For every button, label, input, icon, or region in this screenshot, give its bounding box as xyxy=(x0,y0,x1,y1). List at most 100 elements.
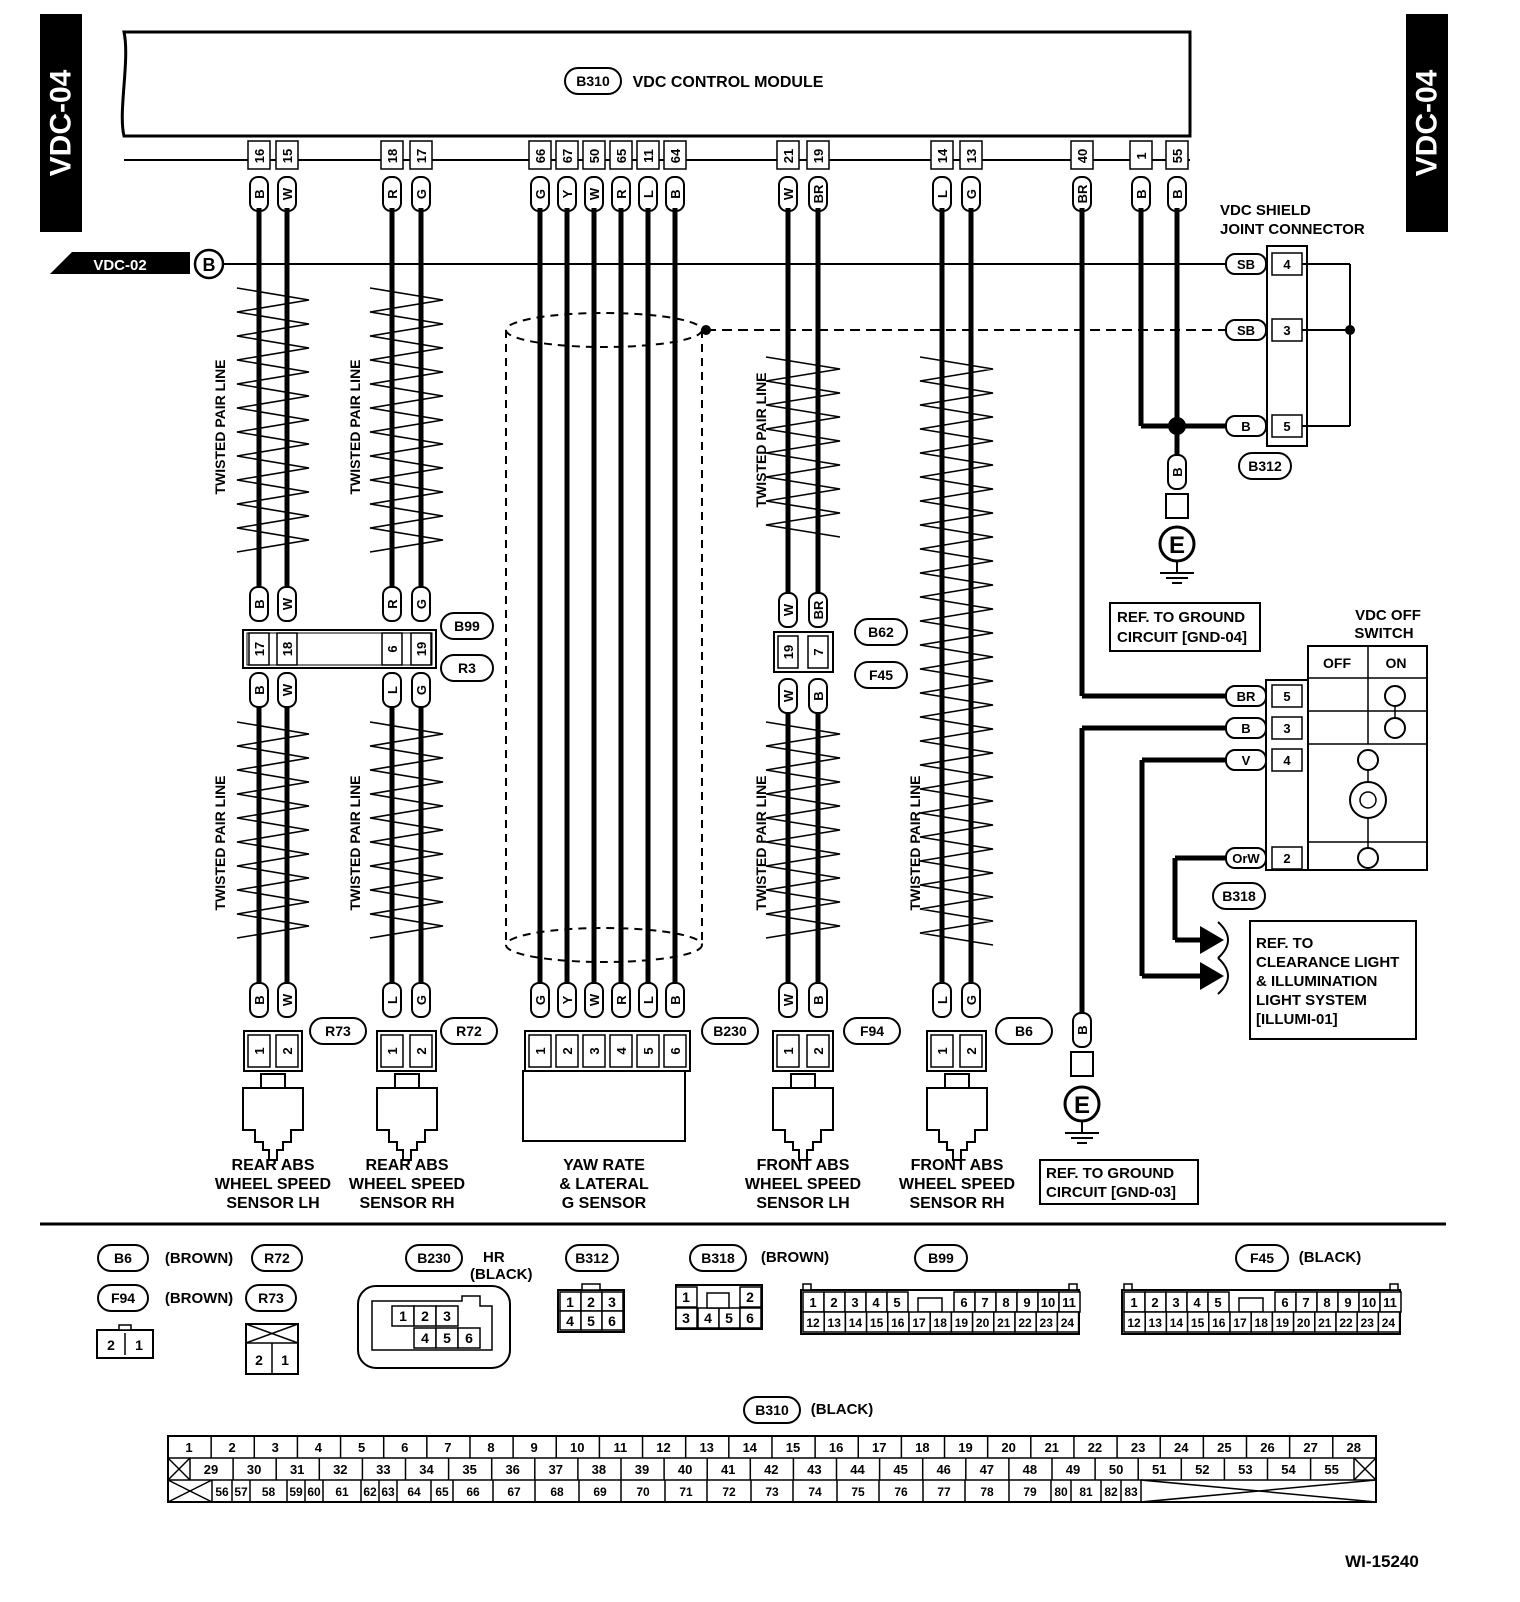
view-pin-number: 6 xyxy=(960,1295,967,1310)
view-pin-number: 2 xyxy=(587,1294,595,1310)
twist-front-lh-lower xyxy=(765,721,841,939)
ground-icon-2-letter: E xyxy=(1074,1092,1090,1119)
switch-off-label: OFF xyxy=(1323,655,1351,671)
module-pin-number: 11 xyxy=(641,149,656,163)
shield-pin-number: 3 xyxy=(1283,323,1290,338)
sensor-pin-box xyxy=(609,1034,633,1068)
view-pin-box xyxy=(457,1327,481,1349)
twisted-pair-label: TWISTED PAIR LINE xyxy=(212,775,228,910)
view-pin-number: 2 xyxy=(746,1289,754,1305)
sensor-wire-color xyxy=(411,982,431,1018)
view-pin-number: 20 xyxy=(1297,1316,1311,1330)
view-pin-number: 62 xyxy=(363,1485,377,1499)
joint-pin-box xyxy=(410,632,432,666)
page-tab-left: VDC-04 xyxy=(40,14,82,232)
sensor-pin-number: 3 xyxy=(587,1047,602,1054)
ground-ref-box-2 xyxy=(1039,1159,1199,1205)
yaw-sensor-body xyxy=(522,1070,686,1142)
module-pin-number: 18 xyxy=(385,149,400,163)
sensor-wire-color-text: G xyxy=(964,995,979,1005)
joint-b99-wire-color-text: R xyxy=(385,599,400,609)
view-pin-box xyxy=(739,1286,762,1308)
sensor-name: & LATERAL xyxy=(559,1176,649,1193)
shield-wire-color-text: SB xyxy=(1237,257,1255,272)
view-pin-number: 5 xyxy=(725,1310,733,1326)
illumination-ref-text: REF. TO xyxy=(1256,935,1314,952)
sensor-wire-color xyxy=(611,982,631,1018)
view-pin-number: 33 xyxy=(376,1462,390,1477)
ground-wire-color-text: B xyxy=(1075,1025,1090,1034)
view-pin-number: 28 xyxy=(1347,1440,1361,1455)
view-tab xyxy=(917,1297,943,1313)
module-pin-number: 14 xyxy=(935,148,950,163)
view-pin-number: 59 xyxy=(289,1485,303,1499)
page-tab-right: VDC-04 xyxy=(1406,14,1448,232)
view-pin-number: 5 xyxy=(1214,1295,1221,1310)
view-tab xyxy=(802,1283,812,1291)
joint-r3-wire-color-text: G xyxy=(414,685,429,695)
view-b6-color: (BROWN) xyxy=(165,1250,233,1267)
view-pin-number: 15 xyxy=(786,1440,800,1455)
view-pin-number: 3 xyxy=(1172,1295,1179,1310)
view-pin-number: 12 xyxy=(806,1316,820,1330)
view-pin-number: 41 xyxy=(721,1462,735,1477)
sensor-wire-color-text: W xyxy=(781,993,796,1006)
module-pin-box xyxy=(609,140,633,170)
view-pin-number: 8 xyxy=(1002,1295,1009,1310)
view-pin-number: 5 xyxy=(358,1440,365,1455)
view-pin-number: 18 xyxy=(915,1440,929,1455)
illumination-ref-box xyxy=(1249,920,1417,1040)
view-b318-id-text: B318 xyxy=(701,1250,735,1266)
sensor-pin-number: 4 xyxy=(614,1047,629,1055)
view-r72-id-text: R72 xyxy=(264,1250,290,1266)
shield-bottom xyxy=(505,927,703,963)
view-b318-id xyxy=(689,1244,747,1272)
view-pin-number: 23 xyxy=(1131,1440,1145,1455)
view-pin-number: 81 xyxy=(1079,1485,1093,1499)
view-pin-number: 2 xyxy=(255,1352,263,1368)
sensor-connector-id xyxy=(440,1017,498,1045)
view-pin-number: 8 xyxy=(487,1440,494,1455)
view-pin-number: 31 xyxy=(290,1462,304,1477)
sensor-wire-color-text: B xyxy=(252,995,267,1004)
view-pin-number: 19 xyxy=(1276,1316,1290,1330)
sensor-pin-number: 2 xyxy=(964,1047,979,1054)
view-pin-number: 40 xyxy=(678,1462,692,1477)
switch-connector-id xyxy=(1212,882,1266,910)
view-pin-number: 14 xyxy=(849,1316,863,1330)
view-pin-box xyxy=(1377,1311,1401,1333)
view-tab xyxy=(1123,1283,1133,1291)
view-b312-id xyxy=(565,1244,619,1272)
joint-r3-id xyxy=(440,654,494,682)
sensor-name: WHEEL SPEED xyxy=(745,1176,861,1193)
wire xyxy=(1353,1457,1377,1481)
view-pin-number: 22 xyxy=(1339,1316,1353,1330)
view-pin-number: 53 xyxy=(1238,1462,1252,1477)
sensor-wire-color xyxy=(530,982,550,1018)
joint-f45-wire-color-text: B xyxy=(811,691,826,700)
module-pin-number: 40 xyxy=(1075,149,1090,163)
view-b310-id xyxy=(743,1396,801,1424)
view-tab xyxy=(1238,1297,1264,1313)
sensor-wire-color xyxy=(808,982,828,1018)
joint-b62-wire-color-text: BR xyxy=(811,600,826,619)
view-pin-number: 69 xyxy=(593,1485,607,1499)
view-f94-color: (BROWN) xyxy=(165,1290,233,1307)
sensor-wire-color xyxy=(638,982,658,1018)
sensor-wire-color-text: W xyxy=(280,993,295,1006)
view-pin-number: 7 xyxy=(981,1295,988,1310)
ground-ref-1-text: CIRCUIT [GND-04] xyxy=(1117,629,1247,646)
view-pin-number: 25 xyxy=(1217,1440,1231,1455)
switch-pin-box xyxy=(1271,748,1303,772)
ground-ref-1-text: REF. TO GROUND xyxy=(1117,609,1245,626)
view-pin-number: 10 xyxy=(570,1440,584,1455)
sensor-wire-color-text: G xyxy=(533,995,548,1005)
view-pin-number: 3 xyxy=(682,1310,690,1326)
sensor-connector-id-text: F94 xyxy=(860,1023,884,1039)
view-pin-number: 24 xyxy=(1061,1316,1075,1330)
twisted-pair-label: TWISTED PAIR LINE xyxy=(753,775,769,910)
sensor-pin-box xyxy=(930,1034,954,1068)
module-connector-id-text: B310 xyxy=(576,73,610,89)
view-pin-number: 1 xyxy=(566,1294,574,1310)
